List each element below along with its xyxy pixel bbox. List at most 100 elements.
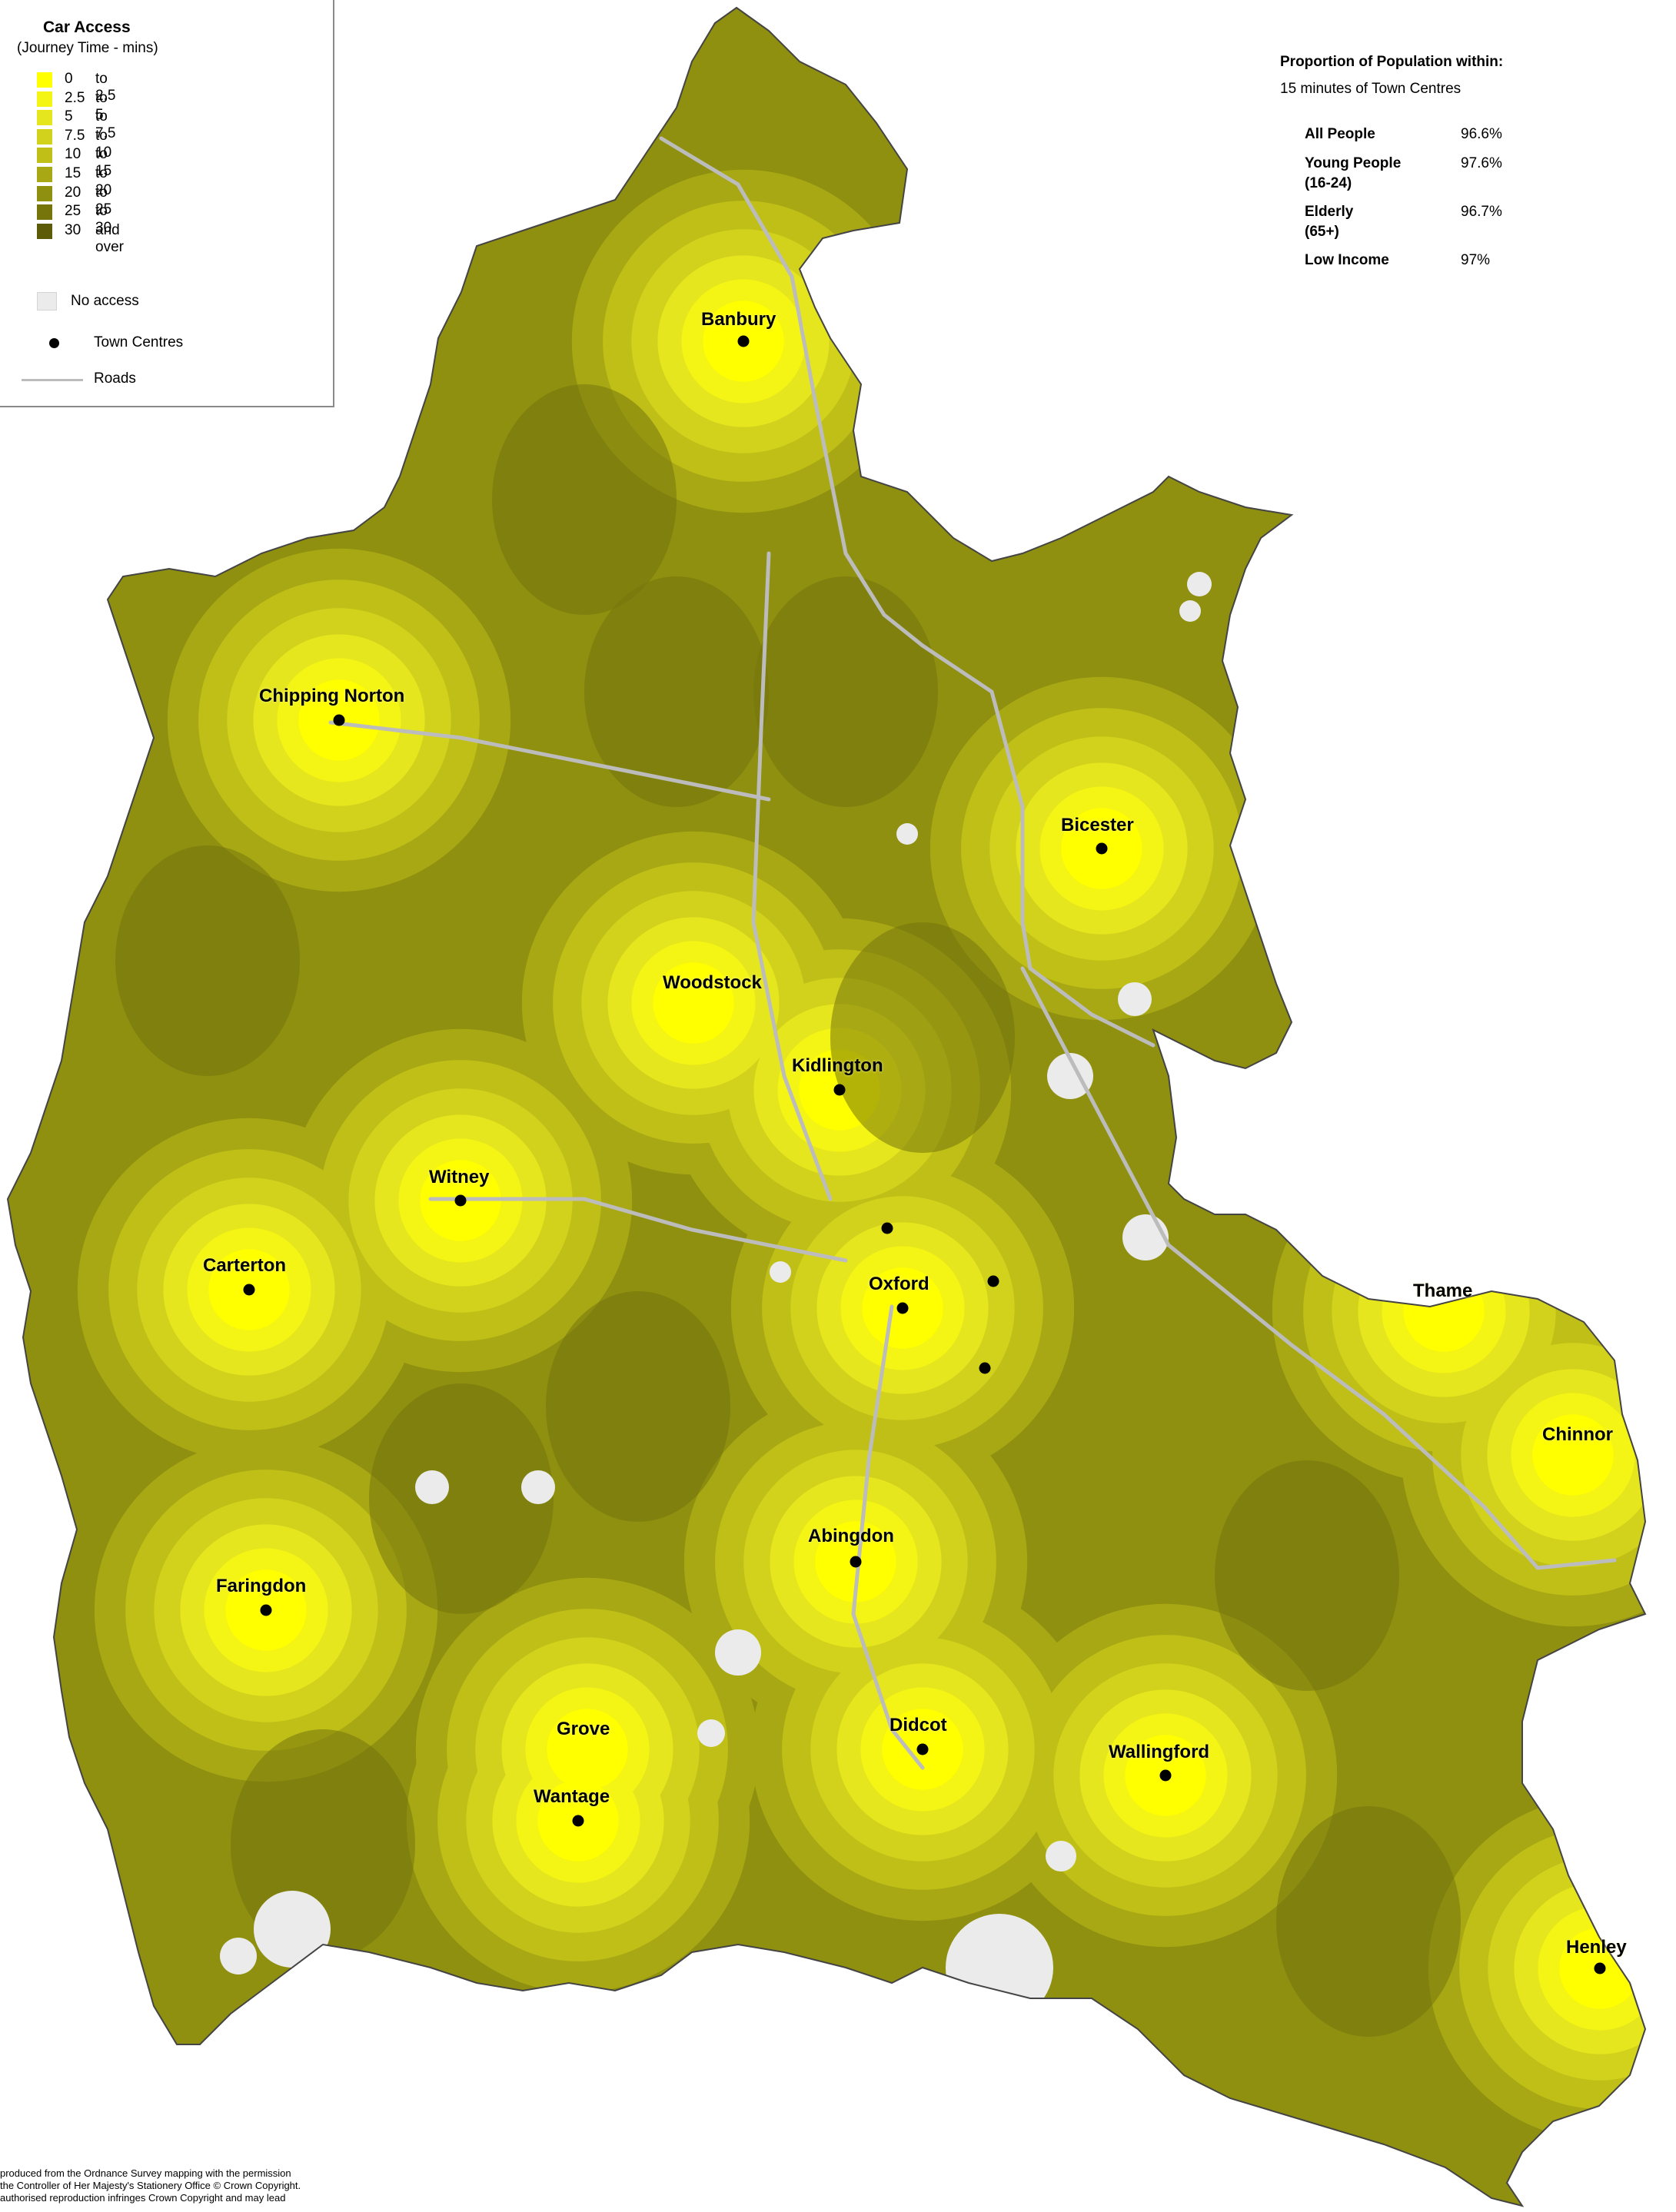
stats-value-young-people: 97.6% xyxy=(1461,155,1502,171)
town-label: Bicester xyxy=(1061,815,1134,835)
legend-band-from: 0 xyxy=(65,71,73,87)
town-centre-marker xyxy=(987,1275,999,1287)
stats-value-all-people: 96.6% xyxy=(1461,126,1502,142)
stats-title: Proportion of Population within: xyxy=(1280,54,1504,70)
no-access-area xyxy=(1187,572,1212,596)
legend-swatch xyxy=(37,223,52,239)
no-access-area xyxy=(946,1914,1053,2021)
legend-band-to: to 2.5 xyxy=(95,71,116,104)
town-centre-marker xyxy=(260,1604,272,1616)
no-access-area xyxy=(896,823,918,845)
no-access-area xyxy=(1122,1214,1169,1260)
legend-band-to: to 10 xyxy=(95,127,112,161)
legend-swatch xyxy=(37,148,52,164)
town-label: Wantage xyxy=(534,1786,610,1807)
legend-band-to: to 7.5 xyxy=(95,108,116,142)
legend-band-to: and over xyxy=(95,221,124,255)
journey-time-zone xyxy=(566,1728,609,1771)
legend-band-from: 7.5 xyxy=(65,127,85,144)
legend-band-from: 5 xyxy=(65,108,73,125)
town-centre-marker xyxy=(572,1815,584,1827)
no-access-area xyxy=(220,1938,257,1975)
town-centre-marker xyxy=(1159,1769,1172,1782)
town-centre-marker xyxy=(1096,842,1108,855)
town-label: Oxford xyxy=(869,1274,929,1294)
legend-band-to: to 25 xyxy=(95,184,112,218)
no-access-area xyxy=(715,1629,761,1676)
no-access-area xyxy=(1047,1053,1093,1099)
no-access-area xyxy=(254,1891,331,1968)
legend-swatch xyxy=(37,185,52,201)
legend-subtitle: (Journey Time - mins) xyxy=(17,40,158,56)
legend-band-from: 30 xyxy=(65,221,81,238)
journey-time-zone xyxy=(672,981,715,1025)
remote-area xyxy=(753,576,938,807)
town-centre-marker xyxy=(850,1556,862,1568)
no-access-area xyxy=(1118,982,1152,1016)
no-access-label: No access xyxy=(71,293,139,309)
journey-time-zone xyxy=(1551,1433,1595,1476)
legend-band-to: to 30 xyxy=(95,203,112,237)
town-label: Chinnor xyxy=(1542,1424,1613,1445)
stats-label-young-people: Young People (16-24) xyxy=(1305,155,1402,191)
roads-label: Roads xyxy=(94,370,136,387)
legend-title: Car Access xyxy=(43,18,131,36)
road xyxy=(1020,966,1617,1570)
town-centre-marker xyxy=(737,335,750,347)
remote-area xyxy=(1215,1460,1399,1691)
road xyxy=(328,720,771,802)
town-centre-marker xyxy=(833,1084,846,1096)
remote-area xyxy=(115,845,300,1076)
legend-band-from: 10 xyxy=(65,146,81,163)
legend-band-to: to 5 xyxy=(95,89,108,123)
remote-area xyxy=(546,1291,730,1522)
stats-label-elderly: Elderly (65+) xyxy=(1305,204,1354,240)
town-label: Wallingford xyxy=(1109,1742,1210,1762)
copyright-line: authorised reproduction infringes Crown … xyxy=(0,2192,286,2204)
legend-band-from: 25 xyxy=(65,203,81,220)
no-access-area xyxy=(770,1261,791,1283)
town-centre-marker xyxy=(881,1222,893,1234)
town-label: Chipping Norton xyxy=(259,686,405,706)
town-label: Carterton xyxy=(203,1255,287,1276)
legend-swatch xyxy=(37,91,52,107)
no-access-area xyxy=(521,1470,555,1504)
stats-value-elderly: 96.7% xyxy=(1461,204,1502,220)
town-centre-marker xyxy=(243,1284,255,1296)
legend-swatch xyxy=(37,110,52,126)
town-centre-marker xyxy=(333,714,345,726)
stats-subtitle: 15 minutes of Town Centres xyxy=(1280,81,1462,97)
remote-area xyxy=(584,576,769,807)
town-centre-marker xyxy=(916,1743,929,1755)
legend-swatch xyxy=(37,167,52,182)
no-access-area xyxy=(1046,1841,1076,1872)
legend-swatch xyxy=(37,72,52,88)
legend-band-from: 2.5 xyxy=(65,89,85,106)
no-access-area xyxy=(697,1719,725,1747)
town-label: Thame xyxy=(1413,1280,1473,1301)
road xyxy=(851,1304,925,1770)
remote-area xyxy=(830,922,1015,1153)
stats-label-low-income: Low Income xyxy=(1305,252,1389,268)
town-label: Grove xyxy=(557,1719,610,1739)
stats-label-all-people: All People xyxy=(1305,126,1375,142)
no-access-area xyxy=(1179,600,1201,622)
town-centre-marker xyxy=(454,1194,467,1207)
no-access-swatch xyxy=(37,292,57,311)
legend-panel: Car Access (Journey Time - mins) 0 to 2.5… xyxy=(0,0,334,407)
copyright-notice: produced from the Ordnance Survey mappin… xyxy=(0,2167,301,2204)
town-label: Banbury xyxy=(701,309,776,330)
legend-band-to: to 15 xyxy=(95,146,112,180)
stats-value-low-income: 97% xyxy=(1461,252,1491,268)
remote-area xyxy=(492,384,677,615)
town-label: Henley xyxy=(1566,1937,1627,1958)
town-label: Faringdon xyxy=(216,1576,307,1596)
remote-area xyxy=(369,1383,554,1614)
town-label: Witney xyxy=(429,1167,490,1187)
town-label: Woodstock xyxy=(663,972,762,993)
town-label: Kidlington xyxy=(792,1055,883,1076)
road xyxy=(428,1197,848,1263)
town-centre-symbol xyxy=(49,338,59,348)
town-centres-label: Town Centres xyxy=(94,334,184,350)
